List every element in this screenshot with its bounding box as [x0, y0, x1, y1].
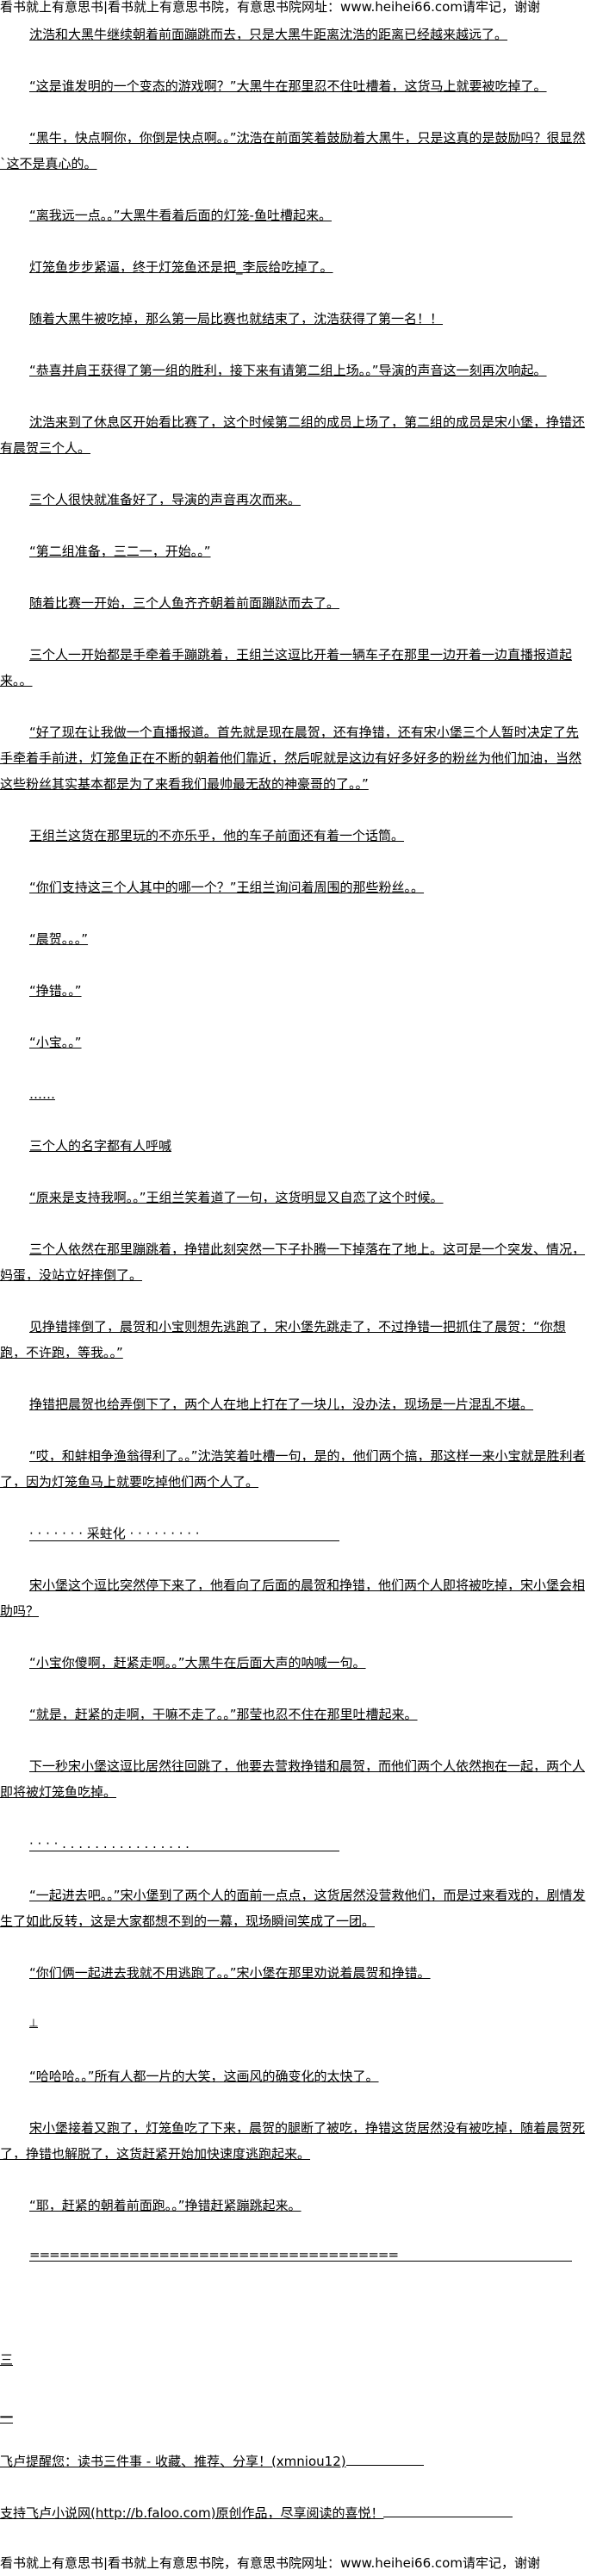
paragraph-text: · · · · . . . . . . . . . . . . . . . .: [29, 1837, 339, 1851]
paragraph: “原来是支持我啊。。”王组兰笑着道了一句，这货明显又自恋了这个时候。: [29, 1190, 444, 1205]
paragraph: 三个人的名字都有人呼喊: [29, 1138, 172, 1154]
paragraph: “小宝你傻啊，赶紧走啊。。”大黑牛在后面大声的呐喊一句。: [29, 1655, 366, 1671]
separator-rule: =====================================: [0, 2244, 591, 2270]
paragraph: “第二组准备，三二一，开始。。”: [29, 544, 211, 559]
paragraph-text: · · · · · · · 采蛀化 · · · · · · · · ·: [29, 1527, 339, 1541]
paragraph-text: =====================================: [29, 2249, 572, 2262]
paragraph: “就是，赶紧的走啊，干嘛不走了。。”那莹也忍不住在那里吐槽起来。: [29, 1707, 418, 1722]
paragraph: 随着大黑牛被吃掉，那么第一局比赛也就结束了，沈浩获得了第一名！！: [29, 311, 444, 327]
paragraph: 灯笼鱼步步紧逼，终于灯笼鱼还是把_李辰给吃掉了。: [29, 259, 333, 275]
paragraph: “这是谁发明的一个变态的游戏啊？”大黑牛在那里忍不住吐槽着，这货马上就要被吃掉了…: [29, 78, 547, 94]
paragraph: “耶，赶紧的朝着前面跑。。”挣错赶紧蹦跳起来。: [29, 2198, 302, 2213]
faloo-support-text[interactable]: 支持飞卢小说网(http://b.faloo.com)原创作品，尽享阅读的喜悦！: [0, 2505, 384, 2521]
paragraph: “挣错。。”: [29, 983, 82, 999]
paragraph: 三个人很快就准备好了，导演的声音再次而来。: [29, 492, 302, 507]
paragraph: 三个人依然在那里蹦跳着，挣错此刻突然一下子扑腾一下掉落在了地上。这可是一个突发、…: [0, 1241, 586, 1283]
scene-break: · · · · . . . . . . . . . . . . . . . .: [0, 1831, 591, 1857]
paragraph: “小宝。。”: [29, 1035, 82, 1050]
paragraph: “你们支持这三个人其中的哪一个？”王组兰询问着周围的那些粉丝。。: [29, 880, 425, 895]
scene-break: · · · · · · · 采蛀化 · · · · · · · · ·: [0, 1521, 591, 1546]
paragraph: 宋小堡接着又跑了，灯笼鱼吃了下来，晨贺的腿断了被吃，挣错这货居然没有被吃掉，随着…: [0, 2120, 586, 2162]
paragraph: 挣错把晨贺也给弄倒下了，两个人在地上打在了一块儿，没办法，现场是一片混乱不堪。: [29, 1397, 534, 1412]
faloo-reminder: 飞卢提醒您：读书三件事 - 收藏、推荐、分享！(xmniou12): [0, 2454, 424, 2469]
paragraph: “好了现在让我做一个直播报道。首先就是现在晨贺，还有挣错，还有宋小堡三个人暂时决…: [0, 725, 582, 792]
site-banner-top: 看书就上有意思书|看书就上有意思书院，有意思书院网址：www.heihei66.…: [0, 0, 540, 14]
faloo-reminder-text: 飞卢提醒您：读书三件事 - 收藏、推荐、分享！(xmniou12): [0, 2454, 346, 2469]
paragraph: 三个人一开始都是手牵着手蹦跳着，王组兰这逗比开着一辆车子在那里一边开着一边直播报…: [0, 647, 573, 688]
paragraph: “哈哈哈。。”所有人都一片的大笑，这画风的确变化的太快了。: [29, 2069, 379, 2084]
paragraph: “离我远一点。。”大黑牛看着后面的灯笼-鱼吐槽起来。: [29, 208, 332, 223]
paragraph: 沈浩和大黑牛继续朝着前面蹦跳而去，只是大黑牛距离沈浩的距离已经越来越远了。: [29, 27, 508, 42]
paragraph: ……: [29, 1086, 55, 1102]
underline-fill: [345, 2465, 424, 2466]
paragraph: “晨贺。。。”: [29, 931, 89, 947]
paragraph: 沈浩来到了休息区开始看比赛了，这个时候第二组的成员上场了，第二组的成员是宋小堡，…: [0, 414, 586, 456]
faloo-support-link[interactable]: 支持飞卢小说网(http://b.faloo.com)原创作品，尽享阅读的喜悦！: [0, 2505, 513, 2521]
chapter-content: 沈浩和大黑牛继续朝着前面蹦跳而去，只是大黑牛距离沈浩的距离已经越来越远了。 “这是…: [0, 22, 591, 2270]
paragraph: 丄: [29, 2019, 38, 2029]
paragraph: “黑牛，快点啊你，你倒是快点啊。。”沈浩在前面笑着鼓励着大黑牛，只是这真的是鼓励…: [0, 130, 586, 171]
paragraph: “一起进去吧。。”宋小堡到了两个人的面前一点点，这货居然没营救他们，而是过来看戏…: [0, 1888, 586, 1929]
paragraph: “你们俩一起进去我就不用逃跑了。。”宋小堡在那里劝说着晨贺和挣错。: [29, 1965, 431, 1981]
paragraph: 见挣错摔倒了，晨贺和小宝则想先逃跑了，宋小堡先跳走了，不过挣错一把抓住了晨贺：“…: [0, 1319, 566, 1360]
paragraph: “恭喜并肩王获得了第一组的胜利，接下来有请第二组上场。。”导演的声音这一刻再次响…: [29, 363, 547, 378]
separator-mark: 一: [0, 2410, 14, 2425]
paragraph: 下一秒宋小堡这逗比居然往回跳了，他要去营救挣错和晨贺，而他们两个人依然抱在一起，…: [0, 1758, 586, 1800]
paragraph: 王组兰这货在那里玩的不亦乐乎，他的车子前面还有着一个话筒。: [29, 828, 405, 843]
paragraph: 随着比赛一开始，三个人鱼齐齐朝着前面蹦跶而去了。: [29, 595, 340, 611]
site-banner-bottom: 看书就上有意思书|看书就上有意思书院，有意思书院网址：www.heihei66.…: [0, 2556, 540, 2570]
paragraph: 宋小堡这个逗比突然停下来了，他看向了后面的晨贺和挣错，他们两个人即将被吃掉，宋小…: [0, 1577, 586, 1619]
paragraph: “哎，和蚌相争渔翁得利了。。”沈浩笑着吐槽一句，是的，他们两个搞，那这样一来小宝…: [0, 1448, 586, 1490]
separator-mark: 三: [0, 2352, 14, 2368]
